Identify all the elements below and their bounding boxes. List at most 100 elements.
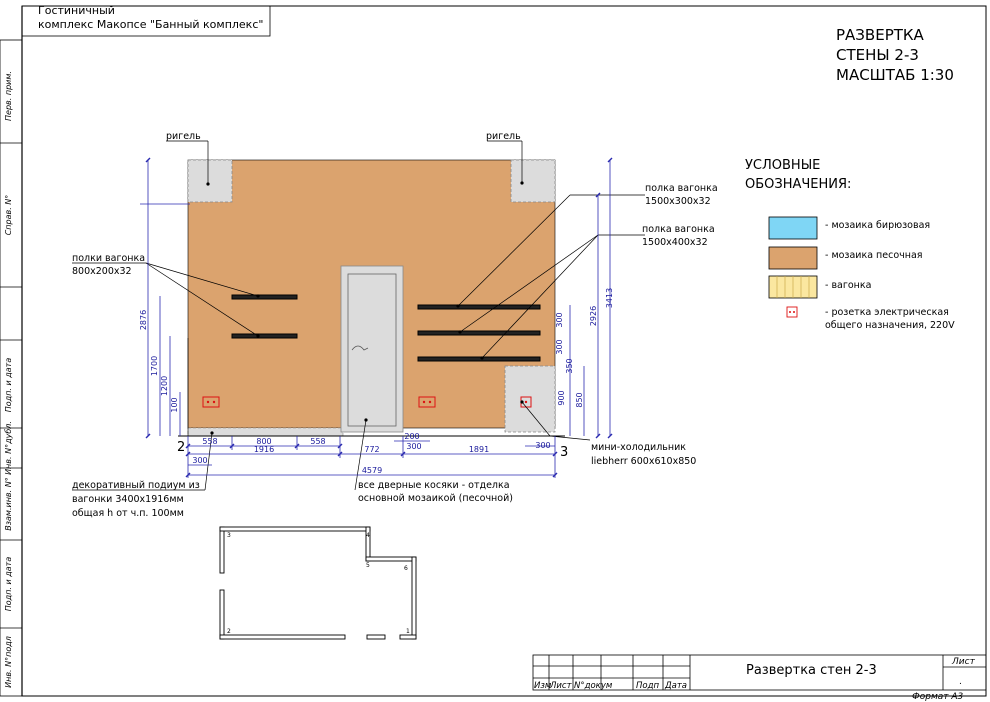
shelf-right-2 [417, 330, 541, 336]
rigel-right-block [510, 159, 556, 203]
legend-label-turquoise: - мозаика бирюзовая [825, 220, 930, 231]
dim-1200: 1200 [160, 376, 169, 396]
label-door-2: основной мозаикой (песочной) [358, 493, 513, 504]
sheet-number-dot: . [959, 677, 962, 687]
dim-300-v2: 300 [555, 339, 564, 354]
stamp-perv-prim: Перв. прим. [4, 71, 13, 121]
col-list: Лист [549, 681, 573, 691]
dim-300-right: 300 [535, 441, 550, 450]
label-podium-1: декоративный подиум из [72, 480, 200, 491]
legend-swatch-turquoise [768, 216, 818, 240]
dim-3413: 3413 [605, 288, 614, 308]
label-shelves-left-2: 800x200x32 [72, 266, 132, 277]
shelf-left-1 [231, 294, 298, 300]
plan-mark-3: 3 [227, 532, 231, 539]
stamp-vzam-inv: Взам.инв. N° [4, 477, 13, 530]
project-line1: Гостиничный [38, 4, 115, 17]
leader-dots [206, 181, 524, 435]
legend-socket-line1: - розетка электрическая [825, 307, 949, 318]
socket-icon [202, 396, 220, 408]
stamp-inv-dubl: Инв. N°дубл. [4, 421, 13, 475]
door-handle-icon [351, 345, 369, 351]
shelf-right-1 [417, 304, 541, 310]
dim-1700: 1700 [150, 356, 159, 376]
legend-label-lining: - вагонка [825, 280, 871, 291]
sheet-title: Развертка стен 2-3 [746, 663, 877, 678]
dim-850: 850 [575, 392, 584, 407]
label-door-1: все дверные косяки - отделка [358, 480, 510, 491]
dimension-lines [140, 160, 611, 478]
dim-2876: 2876 [139, 310, 148, 330]
dim-1916: 1916 [254, 445, 274, 454]
plan-mark-4: 4 [366, 532, 370, 539]
plan-mark-2: 2 [227, 628, 231, 635]
title-block [532, 654, 987, 691]
label-fridge-2: liebherr 600x610x850 [591, 456, 696, 467]
legend-swatch-lining [768, 275, 818, 299]
socket-icon [418, 396, 436, 408]
format-label: Формат А3 [912, 692, 964, 702]
fridge-block [504, 365, 556, 433]
dim-1891: 1891 [469, 445, 489, 454]
legend-socket-line2: общего назначения, 220V [825, 320, 955, 331]
plan-mark-5: 5 [366, 562, 370, 569]
header-line2: СТЕНЫ 2-3 [836, 46, 919, 64]
label-shelf-a-2: 1500x300x32 [645, 196, 711, 207]
project-line2: комплекс Макопсе "Банный комплекс" [38, 18, 263, 31]
dim-4579: 4579 [362, 466, 382, 475]
dim-300-v1: 300 [555, 312, 564, 327]
stamp-sprav: Справ. N° [4, 195, 13, 236]
stamp-podp-data-1: Подп. и дата [4, 358, 13, 413]
legend-socket-icon [786, 306, 798, 318]
shelf-right-3 [417, 356, 541, 362]
rigel-left-block [187, 159, 233, 203]
project-box: Гостиничный комплекс Макопсе "Банный ком… [21, 4, 271, 37]
sheet-label: Лист [951, 657, 976, 667]
legend-swatch-sand [768, 246, 818, 270]
side-stamp-strip: Перв. прим. Справ. N° Подп. и дата Инв. … [0, 39, 23, 697]
dim-772: 772 [364, 445, 379, 454]
plan-mark-1: 1 [406, 628, 410, 635]
stamp-inv-podl: Инв. N°подл [4, 636, 13, 688]
col-data: Дата [664, 681, 687, 691]
dim-800: 800 [256, 437, 271, 446]
dim-300-podium: 300 [192, 456, 207, 465]
legend: УСЛОВНЫЕ ОБОЗНАЧЕНИЯ: - мозаика бирюзова… [745, 158, 955, 331]
dim-100: 100 [170, 397, 179, 412]
header-line3: МАСШТАБ 1:30 [836, 66, 954, 84]
label-fridge-1: мини-холодильник [591, 442, 686, 453]
dim-200: 200 [404, 432, 419, 441]
legend-label-sand: - мозаика песочная [825, 250, 923, 261]
dim-2926: 2926 [589, 306, 598, 326]
legend-title1: УСЛОВНЫЕ [745, 158, 820, 173]
dim-350: 350 [565, 358, 574, 373]
wall-elevation [178, 159, 565, 437]
dim-558-right: 558 [310, 437, 325, 446]
label-shelf-b-1: полка вагонка [642, 224, 715, 235]
legend-title2: ОБОЗНАЧЕНИЯ: [745, 177, 851, 192]
label-podium-3: общая h от ч.п. 100мм [72, 508, 184, 519]
label-shelves-left-1: полки вагонка [72, 253, 145, 264]
label-shelf-a-1: полка вагонка [645, 183, 718, 194]
door-leaf [347, 273, 397, 427]
col-podp: Подп [636, 681, 659, 691]
leader-lines [72, 140, 645, 491]
stamp-podp-data-2: Подп. и дата [4, 557, 13, 612]
label-rigel-right: ригель [486, 131, 521, 142]
shelf-left-2 [231, 333, 298, 339]
header-line1: РАЗВЕРТКА [836, 26, 925, 44]
plan-mark-6: 6 [404, 565, 408, 572]
dim-300-mid: 300 [406, 442, 421, 451]
col-ndokum: N°докум [574, 681, 613, 691]
dim-900: 900 [557, 390, 566, 405]
axis-label-3: 3 [560, 445, 568, 460]
label-shelf-b-2: 1500x400x32 [642, 237, 708, 248]
label-rigel-left: ригель [166, 131, 201, 142]
col-izm: Изм [534, 681, 552, 691]
dimension-ticks [145, 157, 613, 478]
label-podium-2: вагонки 3400x1916мм [72, 494, 184, 505]
key-plan [219, 526, 417, 640]
dim-558-left: 558 [202, 437, 217, 446]
axis-label-2: 2 [177, 440, 185, 455]
